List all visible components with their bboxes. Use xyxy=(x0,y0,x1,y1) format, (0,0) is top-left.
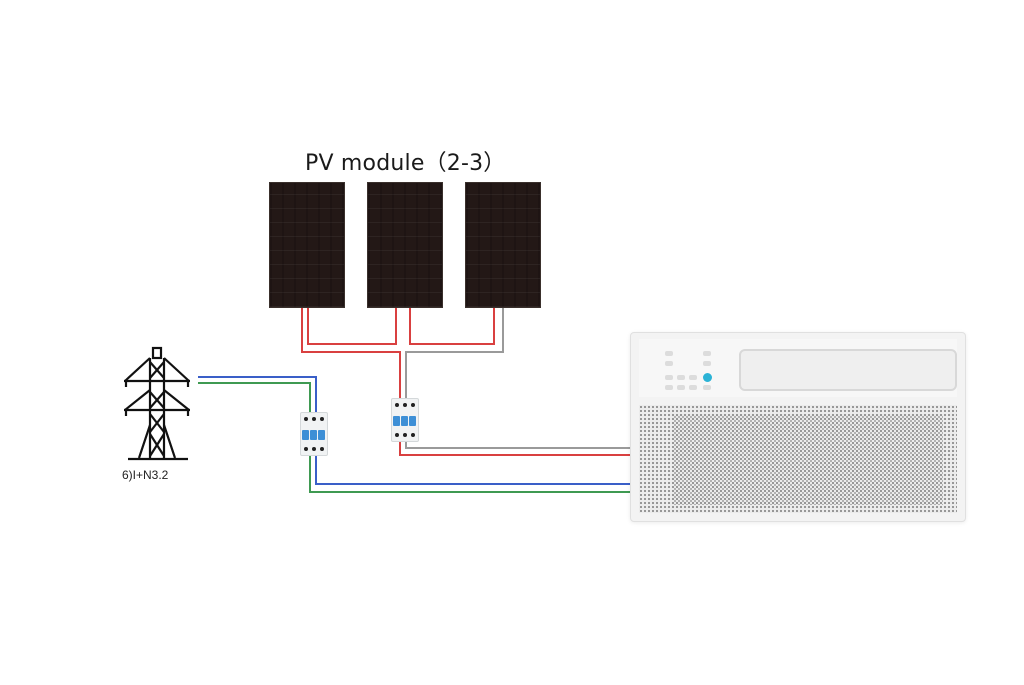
control-panel xyxy=(639,339,957,397)
control-button xyxy=(703,385,711,390)
pv-panel xyxy=(367,182,443,308)
grille-pattern xyxy=(673,415,943,505)
air-vent xyxy=(739,349,957,391)
control-button xyxy=(689,375,697,380)
terminal xyxy=(320,447,324,451)
air-conditioner xyxy=(630,332,966,522)
terminal xyxy=(403,433,407,437)
pv-wires xyxy=(301,308,630,456)
wire-pv-negative xyxy=(405,308,630,449)
control-button xyxy=(677,375,685,380)
terminal xyxy=(411,433,415,437)
wire-pv-positive xyxy=(301,308,630,456)
terminal xyxy=(395,433,399,437)
intake-grille xyxy=(639,405,957,513)
terminal xyxy=(312,447,316,451)
pv-panel xyxy=(269,182,345,308)
control-button xyxy=(665,375,673,380)
control-button xyxy=(689,385,697,390)
breaker-switch xyxy=(302,430,309,440)
terminal xyxy=(304,417,308,421)
pv-breaker xyxy=(391,398,419,442)
indicator xyxy=(665,361,673,366)
breaker-switch xyxy=(393,416,400,426)
terminal xyxy=(312,417,316,421)
breaker-switch xyxy=(401,416,408,426)
terminal xyxy=(411,403,415,407)
breaker-switch xyxy=(318,430,325,440)
breaker-switch xyxy=(310,430,317,440)
grid-source-label: 6)I+N3.2 xyxy=(122,468,169,482)
wire-pv-link-2 xyxy=(409,308,495,345)
power-button xyxy=(703,373,712,382)
terminal xyxy=(395,403,399,407)
indicator xyxy=(703,361,711,366)
diagram-title: PV module（2-3） xyxy=(305,151,506,176)
breaker-switch xyxy=(409,416,416,426)
indicator xyxy=(703,351,711,356)
grid-breaker xyxy=(300,412,328,456)
wire-pv-link-1 xyxy=(307,308,397,345)
terminal xyxy=(304,447,308,451)
indicator xyxy=(665,351,673,356)
terminal xyxy=(403,403,407,407)
control-button xyxy=(677,385,685,390)
pv-panel xyxy=(465,182,541,308)
terminal xyxy=(320,417,324,421)
control-button xyxy=(665,385,673,390)
transmission-tower-icon xyxy=(124,346,190,461)
